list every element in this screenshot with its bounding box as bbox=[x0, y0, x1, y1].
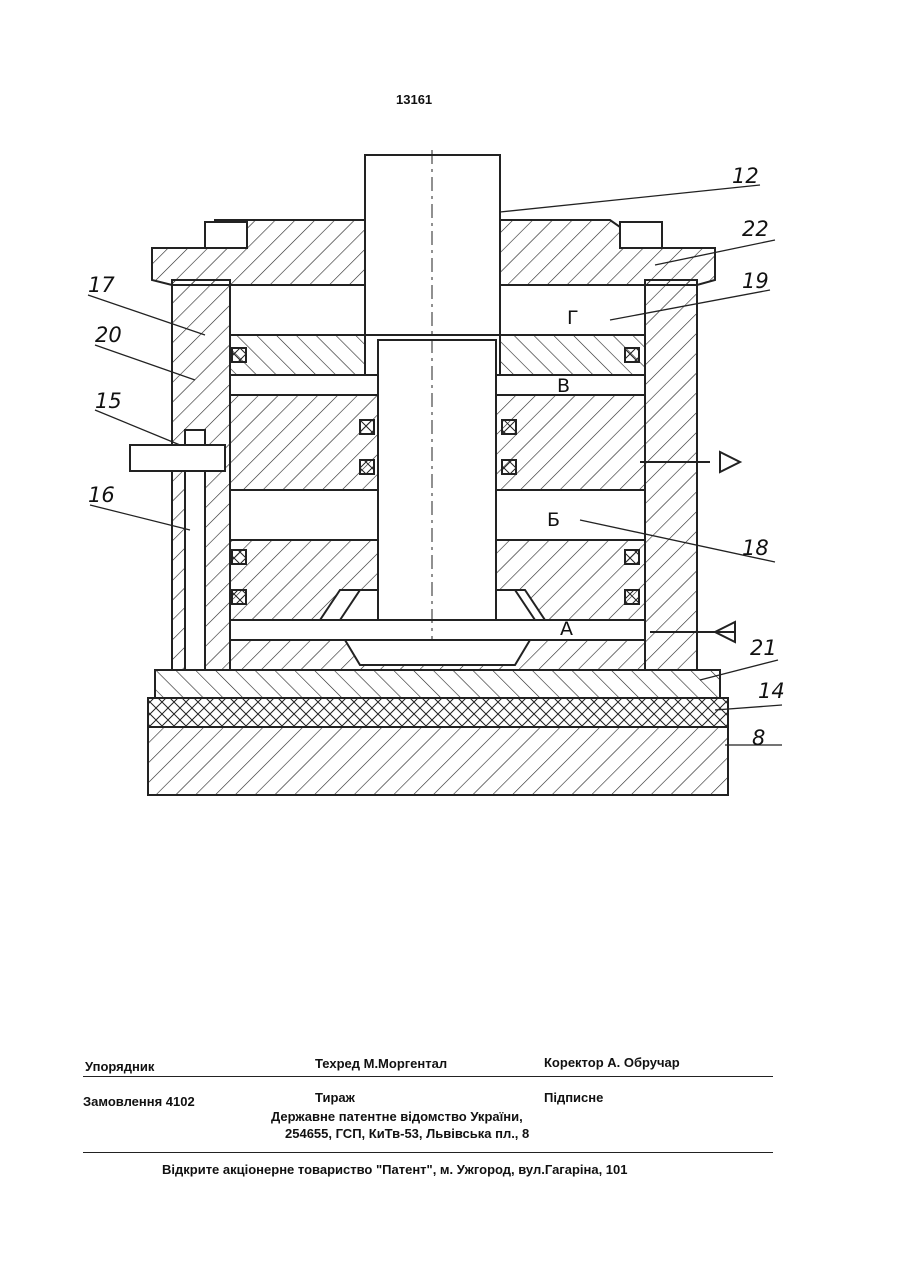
label-15: 15 bbox=[95, 389, 122, 413]
upper-piston-right bbox=[500, 335, 645, 375]
patent-office-line2: 254655, ГСП, КиТв-53, Львівська пл., 8 bbox=[285, 1126, 529, 1141]
plunger-lower bbox=[378, 340, 496, 620]
top-cover-right bbox=[500, 220, 715, 285]
lower-plate bbox=[155, 670, 720, 698]
label-8: 8 bbox=[752, 726, 765, 750]
proofreader: Коректор А. Обручар bbox=[544, 1055, 680, 1070]
top-cover bbox=[152, 220, 365, 285]
label-17: 17 bbox=[88, 273, 115, 297]
insulation-layer bbox=[148, 698, 728, 727]
press-cross-section-drawing: 12 22 19 17 20 15 16 18 21 14 8 Г В Б А bbox=[0, 0, 900, 860]
bolt-right bbox=[620, 222, 662, 248]
ejector-pin-15 bbox=[130, 445, 225, 471]
label-19: 19 bbox=[742, 269, 769, 293]
die-cavity bbox=[345, 640, 530, 665]
housing-right-wall bbox=[645, 280, 697, 670]
label-18: 18 bbox=[742, 536, 769, 560]
bolt-left bbox=[205, 222, 247, 248]
order-number: Замовлення 4102 bbox=[83, 1094, 195, 1109]
label-20: 20 bbox=[95, 323, 122, 347]
circulation: Тираж bbox=[315, 1090, 355, 1105]
compiler-label: Упорядник bbox=[85, 1059, 154, 1074]
subscription: Підписне bbox=[544, 1090, 603, 1105]
label-16: 16 bbox=[88, 483, 115, 507]
label-22: 22 bbox=[742, 217, 769, 241]
chamber-label-a: А bbox=[560, 618, 573, 640]
upper-piston-left bbox=[230, 335, 365, 375]
chamber-label-v: В bbox=[557, 375, 570, 397]
patent-office-line1: Державне патентне відомство України, bbox=[271, 1109, 523, 1124]
base-plate bbox=[148, 727, 728, 795]
label-12: 12 bbox=[732, 164, 759, 188]
label-14: 14 bbox=[758, 679, 785, 703]
chamber-label-b: Б bbox=[547, 509, 560, 531]
tech-editor: Техред М.Моргентал bbox=[315, 1056, 447, 1071]
chamber-a bbox=[230, 620, 645, 640]
label-21: 21 bbox=[750, 636, 777, 660]
printer-line: Відкрите акціонерне товариство "Патент",… bbox=[162, 1162, 628, 1177]
chamber-label-g: Г bbox=[567, 307, 579, 329]
divider-bottom bbox=[83, 1152, 773, 1153]
divider-top bbox=[83, 1076, 773, 1077]
